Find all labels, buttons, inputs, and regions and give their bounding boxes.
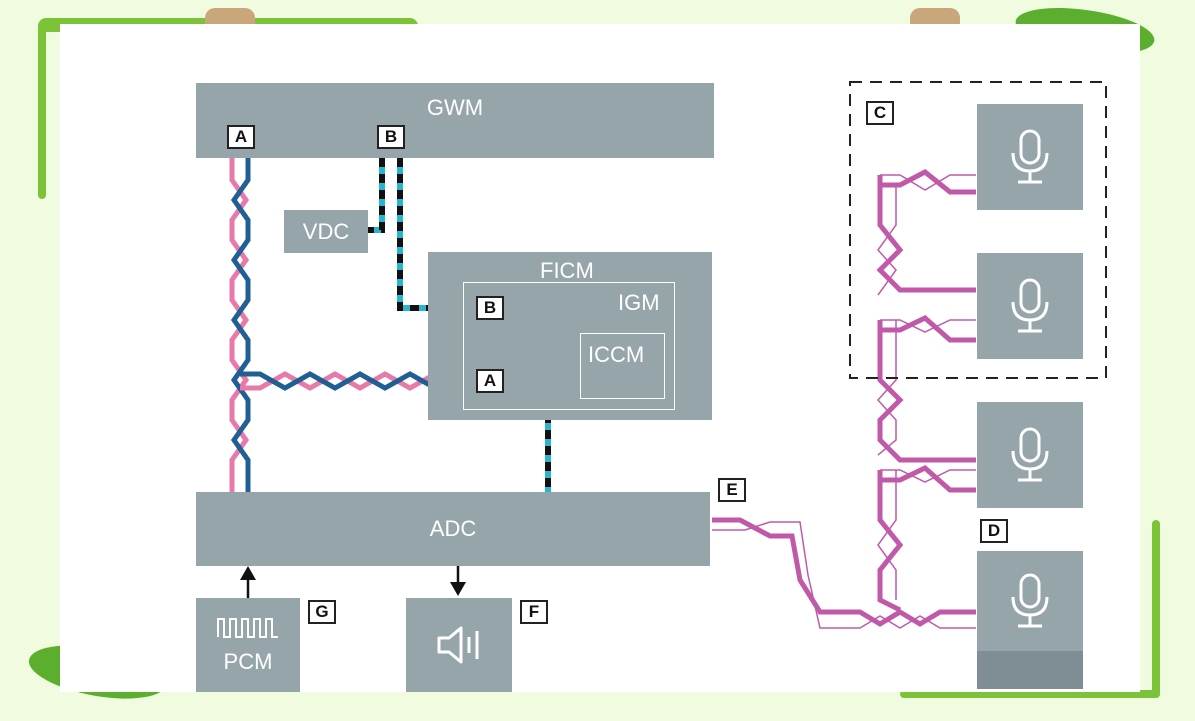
- microphone-icon: [1011, 573, 1049, 628]
- arrow-pcm-to-adc: [240, 566, 256, 598]
- mic-bus: [712, 169, 976, 629]
- wire-a-branch-blue: [240, 371, 470, 391]
- vine-decoration-left: [38, 24, 46, 199]
- microphone-block-1: [977, 104, 1083, 210]
- microphone-block-2: [977, 253, 1083, 359]
- microphone-icon: [1011, 278, 1049, 333]
- microphone-icon: [1011, 129, 1049, 184]
- microphone-mount: [977, 651, 1083, 689]
- tag-g: G: [308, 600, 336, 624]
- vdc-label: VDC: [302, 218, 350, 244]
- vine-decoration-bottom: [900, 690, 1160, 698]
- wire-a-pink: [229, 158, 250, 492]
- ficm-label: FICM: [540, 258, 594, 283]
- tag-b-igm: B: [476, 296, 504, 320]
- iccm-block: [580, 333, 665, 399]
- wire-a-blue: [230, 158, 251, 492]
- microphone-block-3: [977, 402, 1083, 508]
- group-c-outline: [849, 81, 1107, 379]
- microphone-icon: [1011, 427, 1049, 482]
- speaker-icon: [437, 626, 479, 664]
- tag-a-gwm: A: [227, 125, 255, 149]
- pcm-label: PCM: [223, 649, 273, 674]
- vdc-block: VDC: [284, 210, 368, 253]
- vine-decoration-bottom-right: [1152, 520, 1160, 698]
- gwm-block: GWM: [196, 83, 714, 158]
- tag-e: E: [718, 478, 746, 502]
- tag-c: C: [866, 101, 894, 125]
- tag-a-igm: A: [476, 369, 504, 393]
- tag-f: F: [520, 600, 548, 624]
- speaker-block: [406, 598, 512, 692]
- microphone-block-4: [977, 551, 1083, 651]
- adc-block: ADC: [196, 492, 710, 566]
- gwm-label: GWM: [426, 95, 484, 120]
- iccm-label: ICCM: [588, 342, 645, 367]
- tag-d: D: [980, 519, 1008, 543]
- arrow-adc-to-speaker: [450, 566, 466, 596]
- adc-label: ADC: [429, 516, 477, 541]
- igm-label: IGM: [618, 290, 660, 315]
- pcm-block: PCM: [196, 598, 300, 692]
- tag-b-gwm: B: [377, 125, 405, 149]
- pulse-wave-icon: [217, 618, 278, 638]
- igm-block: [463, 282, 675, 410]
